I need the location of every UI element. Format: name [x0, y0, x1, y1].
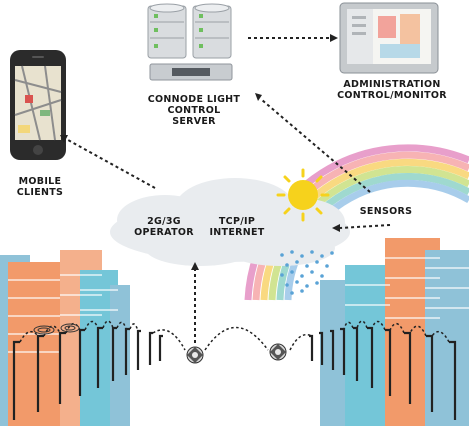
rain-icon [280, 250, 334, 295]
server-label-line1: CONNODE LIGHT [147, 94, 241, 105]
internet-label-line1: TCP/IP [218, 216, 256, 227]
connection-arrows [67, 37, 391, 343]
server-label-line3: SERVER [172, 116, 216, 127]
admin-label: ADMINISTRATION CONTROL/MONITOR [332, 79, 452, 101]
mobile-label: MOBILE CLIENTS [2, 176, 78, 198]
monitor-icon [339, 2, 439, 74]
server-label: CONNODE LIGHT CONTROL SERVER [134, 94, 254, 127]
internet-label: TCP/IP INTERNET [202, 216, 272, 238]
arrow-heads [60, 34, 340, 270]
operator-label: 2G/3G OPERATOR [128, 216, 200, 238]
sun-icon [276, 168, 330, 222]
admin-label-line2: CONTROL/MONITOR [337, 90, 447, 101]
sensors-label-text: SENSORS [359, 206, 413, 217]
server-icon [147, 3, 233, 81]
internet-label-line2: INTERNET [209, 227, 265, 238]
admin-label-line1: ADMINISTRATION [343, 79, 441, 90]
light-node-icon [186, 343, 287, 364]
phone-icon [10, 50, 66, 160]
left-buildings [0, 250, 130, 426]
right-buildings [320, 238, 469, 426]
mobile-label-line1: MOBILE [18, 176, 62, 187]
mobile-label-line2: CLIENTS [16, 187, 64, 198]
operator-label-line1: 2G/3G [147, 216, 181, 227]
signal-icon [33, 323, 80, 335]
cloud-icon [110, 178, 350, 266]
sensors-label: SENSORS [352, 206, 420, 217]
server-label-line2: CONTROL [167, 105, 221, 116]
operator-label-line2: OPERATOR [134, 227, 194, 238]
